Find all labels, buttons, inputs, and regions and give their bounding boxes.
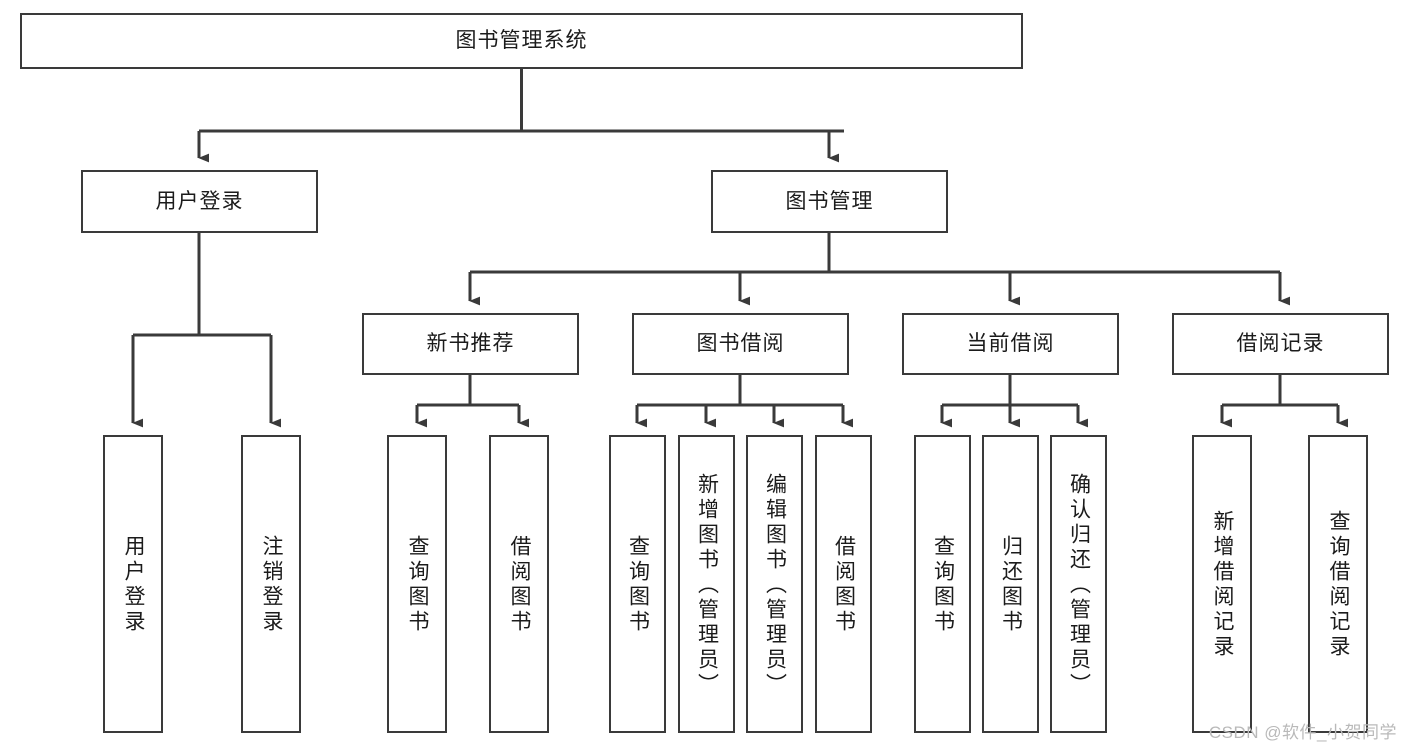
node-book-management[interactable]: 图书管理 (711, 170, 948, 233)
leaf-label: 新增借阅记录 (1211, 510, 1235, 660)
leaf-recommend-query-book[interactable]: 查询图书 (387, 435, 447, 733)
node-root-system[interactable]: 图书管理系统 (20, 13, 1023, 69)
leaf-label: 新增图书（管理员） (695, 472, 719, 698)
node-new-book-recommend[interactable]: 新书推荐 (362, 313, 579, 375)
leaf-borrow-query-book[interactable]: 查询图书 (609, 435, 666, 733)
leaf-label: 编辑图书（管理员） (763, 472, 787, 698)
leaf-label: 注销登录 (260, 535, 284, 635)
leaf-label: 查询图书 (626, 535, 650, 635)
leaf-label: 用户登录 (122, 535, 146, 635)
leaf-record-add-record[interactable]: 新增借阅记录 (1192, 435, 1252, 733)
leaf-user-login-signout[interactable]: 注销登录 (241, 435, 301, 733)
leaf-current-confirm-return-admin[interactable]: 确认归还（管理员） (1050, 435, 1107, 733)
leaf-label: 借阅图书 (508, 535, 532, 635)
leaf-label: 归还图书 (999, 535, 1023, 635)
leaf-user-login-signin[interactable]: 用户登录 (103, 435, 163, 733)
leaf-label: 查询借阅记录 (1327, 510, 1351, 660)
leaf-label: 查询图书 (406, 535, 430, 635)
node-book-borrow[interactable]: 图书借阅 (632, 313, 849, 375)
leaf-borrow-add-book-admin[interactable]: 新增图书（管理员） (678, 435, 735, 733)
leaf-borrow-borrow-book[interactable]: 借阅图书 (815, 435, 872, 733)
leaf-label: 借阅图书 (832, 535, 856, 635)
leaf-current-query-book[interactable]: 查询图书 (914, 435, 971, 733)
leaf-record-query-record[interactable]: 查询借阅记录 (1308, 435, 1368, 733)
leaf-current-return-book[interactable]: 归还图书 (982, 435, 1039, 733)
node-borrow-record[interactable]: 借阅记录 (1172, 313, 1389, 375)
csdn-watermark: CSDN @软件_小贺同学 (1208, 723, 1397, 742)
leaf-recommend-borrow-book[interactable]: 借阅图书 (489, 435, 549, 733)
leaf-label: 确认归还（管理员） (1067, 472, 1091, 698)
node-current-borrow[interactable]: 当前借阅 (902, 313, 1119, 375)
leaf-borrow-edit-book-admin[interactable]: 编辑图书（管理员） (746, 435, 803, 733)
node-user-login[interactable]: 用户登录 (81, 170, 318, 233)
leaf-label: 查询图书 (931, 535, 955, 635)
